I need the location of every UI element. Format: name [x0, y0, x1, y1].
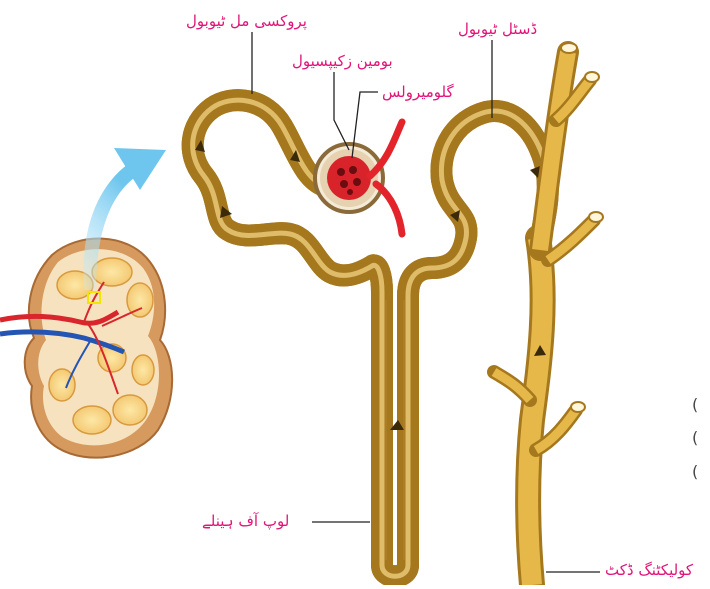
label-bowmans-capsule: بومین زکیپسیول	[292, 52, 393, 70]
label-glomerulus: گلومیرولس	[382, 83, 454, 101]
edge-mark: (	[692, 395, 698, 414]
edge-mark: (	[692, 428, 698, 447]
edge-mark: (	[692, 462, 698, 481]
label-distal-tubule: ڈسٹل ٹیوبول	[458, 20, 537, 38]
label-proximal-tubule: پروکسی مل ٹیوبول	[186, 12, 307, 30]
label-collecting-duct: کولیکٹنگ ڈکٹ	[605, 561, 693, 579]
label-loop-of-henle: لوپ آف ہینلے	[202, 512, 289, 530]
